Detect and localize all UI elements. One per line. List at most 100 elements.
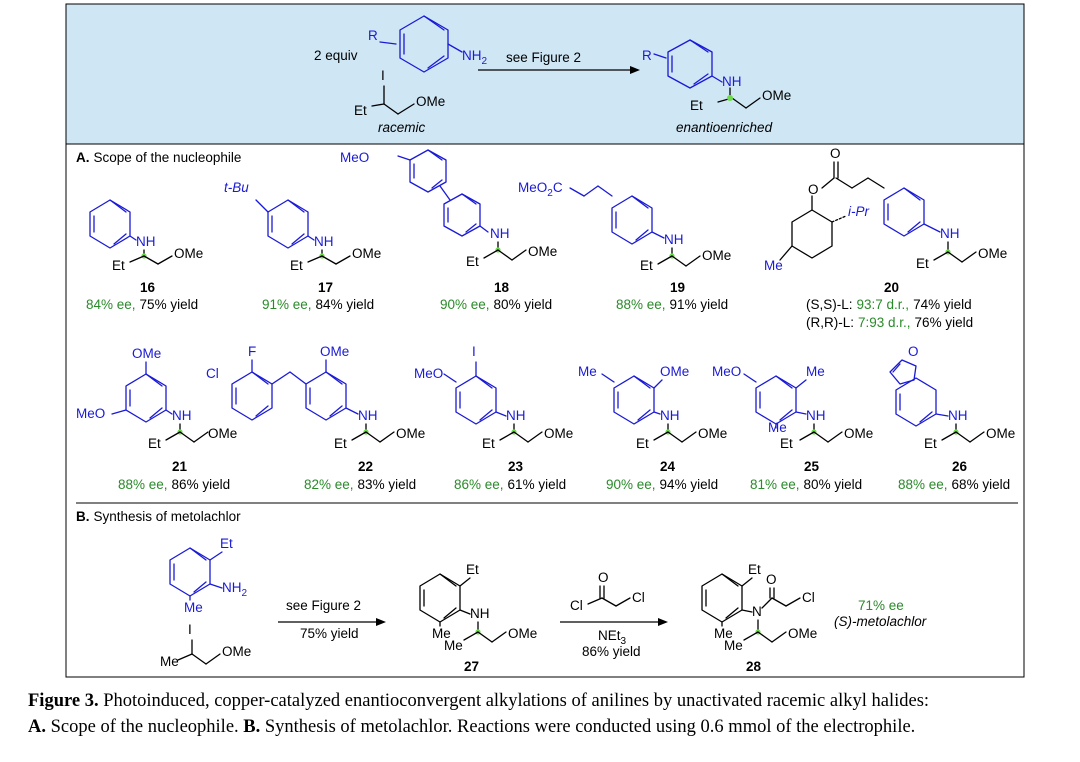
ome-label: OMe [416,94,445,109]
compound-26: O NH Et OMe [889,344,1015,451]
result-line: 88% ee,68% yield [898,477,1010,492]
r-group-label: R [368,28,378,43]
nh-label: NH [940,226,960,241]
caption-b-text: Synthesis of metolachlor. Reactions were… [264,717,916,737]
ome-label: OMe [844,426,873,441]
ome-label: OMe [396,426,425,441]
nh-label: NH [314,234,334,249]
me-label: Me [714,626,733,641]
b-result: 71% ee (S)-metolachlor [834,598,927,629]
et-label: Et [466,562,479,577]
section-a-title: A.Scope of the nucleophile [76,150,241,165]
et-label: Et [916,256,929,271]
et-label: Et [148,436,161,451]
et-label: Et [334,436,347,451]
compound-number: 22 [358,459,373,474]
header-product: R NH Et OMe enantioenriched [642,39,791,135]
compound-number: 25 [804,459,820,474]
ome-label: OMe [986,426,1015,441]
result-line: 90% ee,80% yield [440,297,552,312]
row2-labels: 21 88% ee,86% yield 22 82% ee,83% yield … [118,459,1010,492]
b-starting-aniline: Et NH2 Me [169,536,248,615]
caption-a-text: Scope of the nucleophile. [50,717,239,737]
et-label: Et [290,258,303,273]
compound-16: NH Et OMe [89,199,203,273]
compound-number: 17 [318,280,333,295]
substituent-label: O [908,344,919,359]
figure-caption: Figure 3. Photoinduced, copper-catalyzed… [28,688,1068,740]
header-aniline: R NH2 2 equiv [314,15,488,73]
row1-labels: 16 84% ee,75% yield 17 91% ee,84% yield … [86,280,728,312]
caption-b-letter: B. [243,717,261,737]
nh-label: NH [660,408,680,423]
substituent-label: F [248,344,256,359]
nh-label: NH [172,408,192,423]
substituent-label: MeO2C [518,180,563,199]
ee-label: 71% ee [858,598,904,613]
product-r-label: R [642,48,652,63]
ome-label: OMe [544,426,573,441]
caption-text: Photoinduced, copper-catalyzed enantioco… [103,691,930,711]
net3-label: NEt3 [598,628,627,647]
figure-frame [65,3,1025,678]
arrow-bottom-label: 75% yield [300,626,359,641]
ome-label: OMe [352,246,381,261]
header-electrophile: I Et OMe racemic [354,68,445,135]
ome-label: OMe [698,426,727,441]
substituent-label: t-Bu [224,180,249,195]
substituent-label: Cl [206,366,219,381]
et-label: Et [354,103,367,118]
compound-number: 19 [670,280,685,295]
product-name: (S)-metolachlor [834,614,927,629]
compound-number: 18 [494,280,510,295]
nh2-label: NH2 [222,580,248,599]
ome-label: OMe [528,244,557,259]
ome-label: OMe [702,248,731,263]
arrow-bottom-label: 86% yield [582,644,641,659]
nh2-label: NH2 [462,48,488,67]
compound-number: 20 [884,280,899,295]
substituent-label: OMe [320,344,349,359]
product-ome-label: OMe [762,88,791,103]
b-arrow-2: O Cl Cl NEt3 86% yield [560,570,668,659]
carbonyl-o-label: O [830,146,841,161]
ester-o-label: O [808,182,819,197]
section-b-title: B.Synthesis of metolachlor [76,509,241,524]
ome-label: OMe [222,644,251,659]
compound-22: F Cl OMe NH Et OMe [206,344,425,451]
nh-label: NH [136,234,156,249]
equiv-label: 2 equiv [314,48,358,63]
b-product-27: Et NH Me Me OMe 27 [419,562,537,674]
ome-label: OMe [788,626,817,641]
product-et-label: Et [690,98,703,113]
substituent-label: I [472,344,476,359]
enantioenriched-label: enantioenriched [676,120,773,135]
racemic-label: racemic [378,120,426,135]
nh-label: NH [664,232,684,247]
product-nh-label: NH [722,74,742,89]
substituent-label: MeO [76,406,105,421]
ome-label: OMe [174,246,203,261]
b-product-28: Et N O Cl Me Me OMe 28 [701,562,817,674]
et-label: Et [924,436,937,451]
dr-line-1: (S,S)-L:93:7 d.r.,74% yield [806,297,972,312]
compound-number: 16 [140,280,156,295]
et-label: Et [220,536,233,551]
b-arrow-1: see Figure 2 75% yield [278,598,386,641]
compound-20: O O i-Pr Me NH Et OMe 20 (S,S)-L:93:7 d.… [764,146,1007,330]
substituent-label: MeO [712,364,741,379]
substituent-label: MeO [414,366,443,381]
compound-number: 21 [172,459,188,474]
result-line: 88% ee,86% yield [118,477,230,492]
nh-label: NH [506,408,526,423]
et-label: Et [636,436,649,451]
compound-number: 26 [952,459,968,474]
caption-a-letter: A. [28,717,46,737]
result-line: 81% ee,80% yield [750,477,862,492]
et-label: Et [482,436,495,451]
me-label: Me [432,626,451,641]
ome-label: OMe [208,426,237,441]
b-electrophile: I Me OMe [160,622,251,669]
compound-number: 28 [746,659,762,674]
